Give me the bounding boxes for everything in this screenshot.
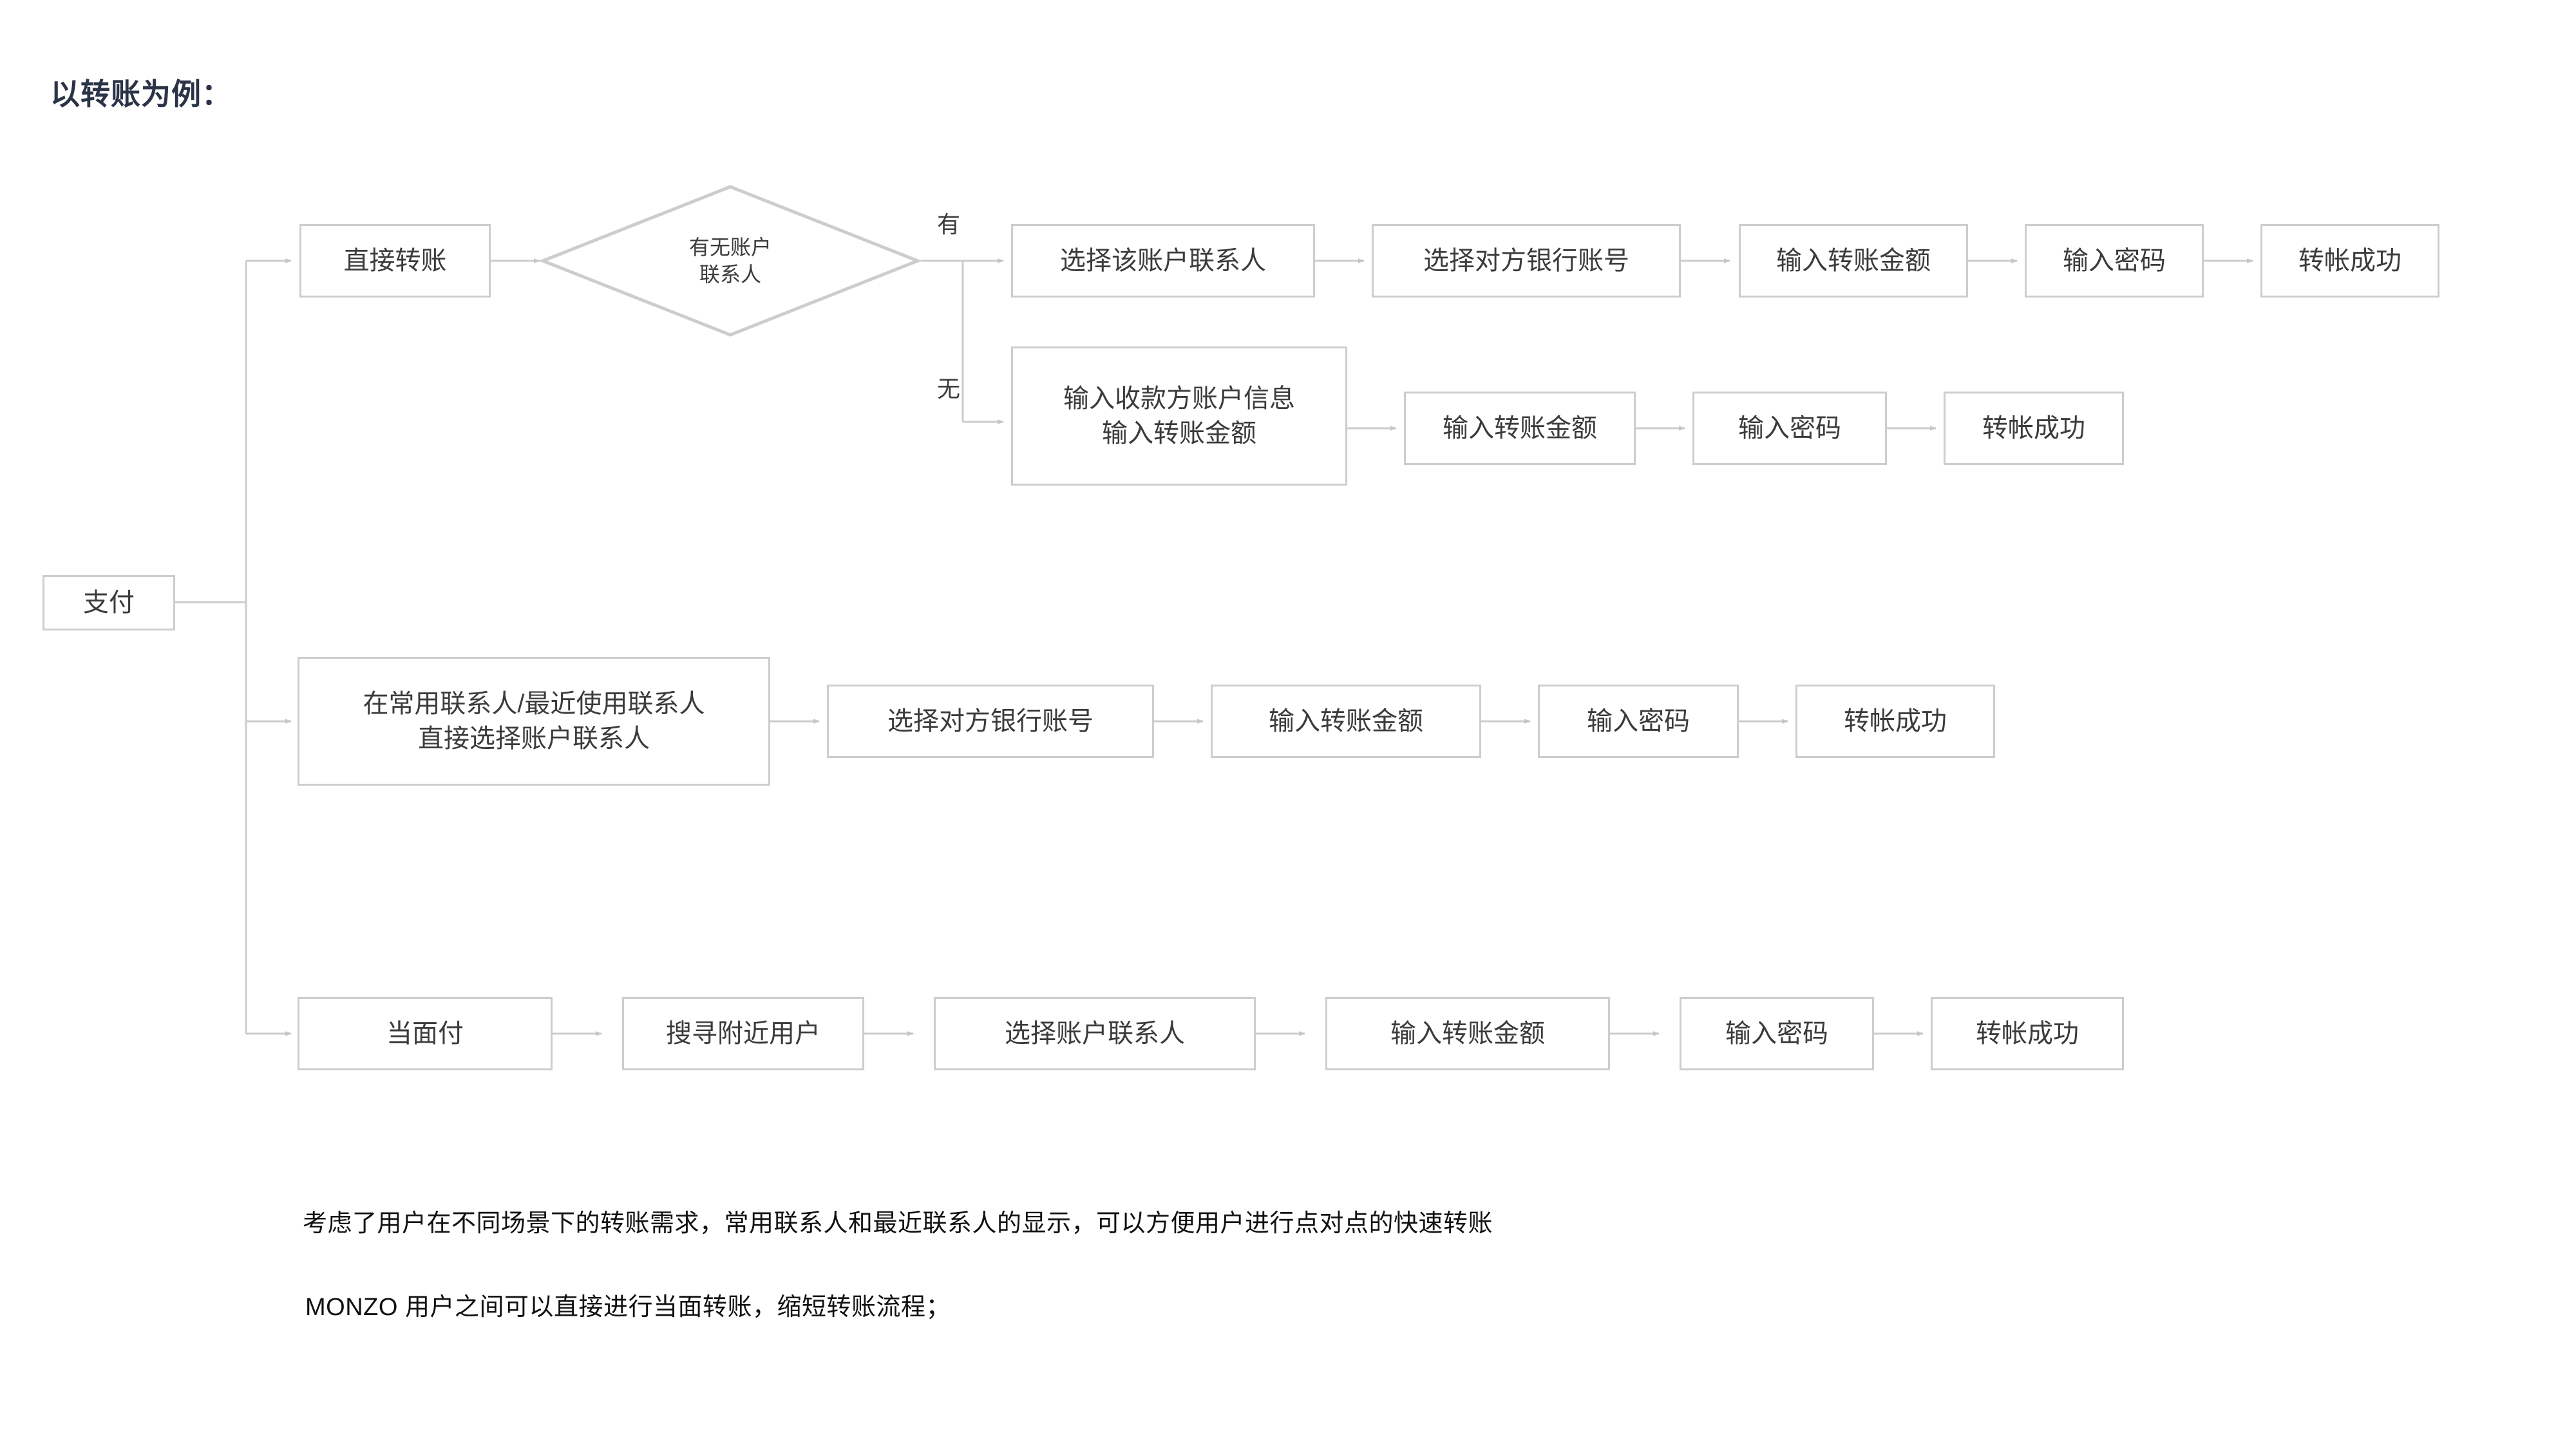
node-r3-transfer-success[interactable]: 转帐成功: [1795, 685, 1995, 758]
node-r2-transfer-success[interactable]: 转帐成功: [1944, 392, 2124, 465]
node-r1-select-bank-account[interactable]: 选择对方银行账号: [1372, 224, 1681, 298]
node-r1-enter-password[interactable]: 输入密码: [2025, 224, 2204, 298]
node-r4-face-to-face-pay[interactable]: 当面付: [298, 997, 553, 1070]
edge-label-no: 无: [937, 375, 961, 402]
page-title: 以转账为例：: [50, 77, 232, 111]
node-r2-enter-amount[interactable]: 输入转账金额: [1404, 392, 1636, 465]
node-r2-enter-payee-info[interactable]: 输入收款方账户信息 输入转账金额: [1011, 346, 1347, 486]
node-r3-enter-password[interactable]: 输入密码: [1538, 685, 1739, 758]
node-r1-enter-amount[interactable]: 输入转账金额: [1739, 224, 1968, 298]
node-r2-enter-password[interactable]: 输入密码: [1692, 392, 1887, 465]
node-r3-enter-amount[interactable]: 输入转账金额: [1211, 685, 1481, 758]
node-r4-enter-amount[interactable]: 输入转账金额: [1325, 997, 1610, 1070]
node-decision-has-contact: 有无账户 联系人: [540, 184, 921, 338]
node-r3-frequent-contacts[interactable]: 在常用联系人/最近使用联系人 直接选择账户联系人: [298, 657, 770, 786]
node-r3-select-bank-account[interactable]: 选择对方银行账号: [827, 685, 1154, 758]
node-r4-search-nearby-users[interactable]: 搜寻附近用户: [622, 997, 864, 1070]
node-direct-transfer[interactable]: 直接转账: [299, 224, 491, 298]
node-root-payment[interactable]: 支付: [43, 575, 175, 630]
node-r4-transfer-success[interactable]: 转帐成功: [1931, 997, 2124, 1070]
caption-line-2: MONZO 用户之间可以直接进行当面转账，缩短转账流程；: [305, 1294, 951, 1321]
node-r4-select-contact[interactable]: 选择账户联系人: [934, 997, 1256, 1070]
node-r1-select-contact[interactable]: 选择该账户联系人: [1011, 224, 1315, 298]
diamond-shape: [540, 185, 921, 337]
node-r1-transfer-success[interactable]: 转帐成功: [2260, 224, 2439, 298]
edge-label-yes: 有: [937, 211, 961, 238]
node-r4-enter-password[interactable]: 输入密码: [1680, 997, 1874, 1070]
decision-label: 有无账户 联系人: [688, 235, 772, 286]
caption-line-1: 考虑了用户在不同场景下的转账需求，常用联系人和最近联系人的显示，可以方便用户进行…: [303, 1210, 1493, 1237]
